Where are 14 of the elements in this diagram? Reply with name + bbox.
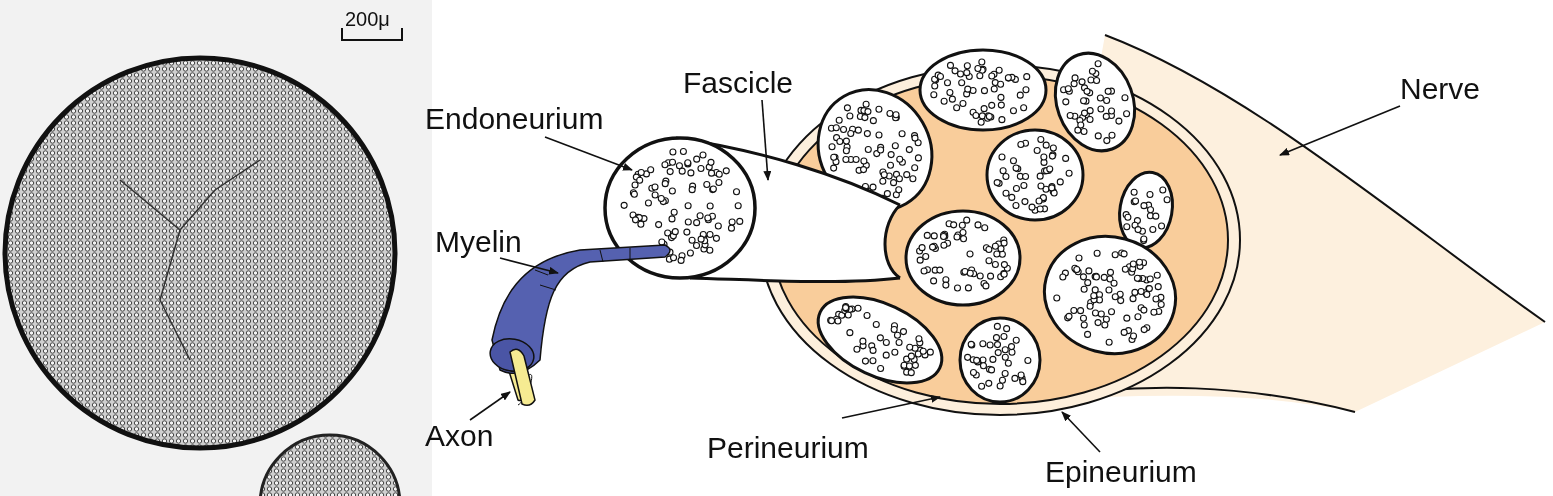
part-label: Endoneurium <box>425 103 604 135</box>
leader-line <box>1061 411 1101 453</box>
part-label: Myelin <box>435 226 522 258</box>
part-label: Epineurium <box>1045 456 1197 488</box>
leader-line <box>841 394 941 419</box>
leader-line <box>1279 105 1401 156</box>
part-label: Nerve <box>1400 73 1481 105</box>
leader-line <box>544 136 633 171</box>
part-label: Perineurium <box>707 432 869 464</box>
part-label: Fascicle <box>683 67 794 99</box>
leader-line <box>469 391 511 421</box>
leader-line <box>499 257 559 275</box>
part-label: Axon <box>425 420 494 452</box>
leader-line <box>761 99 772 181</box>
